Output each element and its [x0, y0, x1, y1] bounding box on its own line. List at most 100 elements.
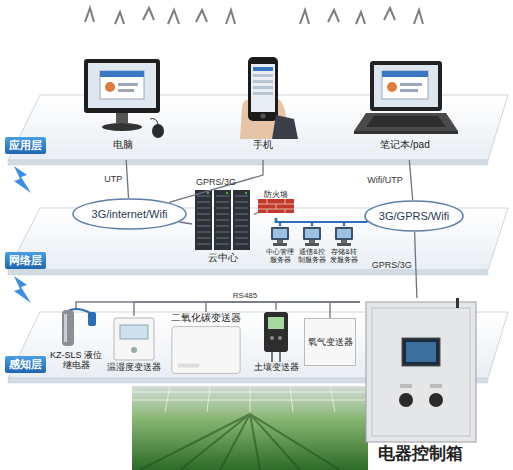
- connector: [179, 222, 192, 224]
- rack-icon-part: [216, 238, 229, 239]
- connector: [409, 160, 412, 200]
- sensor-device: 温湿度变送器: [106, 316, 162, 384]
- laptop-icon-part: [374, 65, 438, 107]
- node-label: 网络层: [5, 252, 46, 269]
- greenhouse-photo-part-part: [140, 414, 250, 470]
- connector: [276, 218, 280, 226]
- rack-icon-part: [197, 208, 210, 209]
- greenhouse-photo-part-part: [220, 414, 250, 470]
- probe-icon-part: [62, 310, 74, 346]
- laptop-icon-part: [387, 82, 397, 92]
- phone-device: 手机: [228, 55, 298, 160]
- sensor-box: 氧气变送器: [304, 318, 356, 366]
- rack-icon-part: [197, 202, 210, 203]
- connector: [206, 302, 360, 312]
- rack-icon-part: [235, 220, 248, 221]
- rack-icon-part: [245, 192, 247, 194]
- edge-label: Wifi/UTP: [367, 175, 403, 185]
- srv-icon: [296, 226, 328, 248]
- greenhouse-photo-part-part: [250, 414, 300, 470]
- rack-icon-part: [235, 196, 248, 197]
- rack-icon-part: [197, 244, 210, 245]
- rack-icon: [192, 188, 254, 252]
- phone-icon-part: [248, 57, 278, 121]
- rack-icon-part: [235, 238, 248, 239]
- soil-icon-part: [278, 336, 282, 340]
- pc-icon-part: [84, 59, 160, 113]
- cab-icon-part: [456, 298, 459, 308]
- rack-icon-part: [235, 214, 248, 215]
- greenhouse-photo-part: [132, 386, 368, 412]
- wall-icon-part-part: [285, 209, 286, 213]
- connector: [330, 302, 360, 318]
- greenhouse-photo-part-part: [330, 386, 335, 412]
- laptop-icon-part: [382, 71, 428, 99]
- rack-icon-part: [207, 192, 209, 194]
- rack-icon-part: [197, 196, 210, 197]
- pc-icon-part: [100, 71, 144, 99]
- pc-icon-part: [88, 63, 156, 108]
- srv-icon-part: [273, 243, 287, 246]
- rack-icon-part: [197, 220, 210, 221]
- laptop-icon-part: [400, 83, 422, 86]
- laptop-icon-part: [354, 131, 458, 134]
- birds-part: [196, 10, 207, 22]
- birds-part: [384, 8, 395, 20]
- pc-icon-part: [118, 89, 134, 92]
- soil-icon-part: [264, 312, 288, 352]
- cab-icon-part: [400, 384, 412, 388]
- rack-icon-part: [214, 190, 231, 250]
- oval-text-wrap: 3G/GPRS/Wifi: [364, 200, 464, 232]
- rack-icon-part: [216, 208, 229, 209]
- network-oval: 3G/GPRS/Wifi: [364, 200, 464, 232]
- rack-icon-part: [197, 232, 210, 233]
- rack-icon-part: [235, 202, 248, 203]
- node-label: 中心管理服务器: [264, 248, 296, 264]
- greenhouse-photo-part: [132, 386, 368, 470]
- rack-icon-part: [216, 214, 229, 215]
- node-label: KZ-SLS 液位继电器: [48, 350, 104, 371]
- node-label: 手机: [253, 139, 273, 151]
- phone-icon-part: [251, 64, 275, 112]
- control-cabinet: 电器控制箱: [360, 298, 480, 468]
- pc-icon-part: [100, 71, 144, 77]
- birds-part: [414, 10, 423, 24]
- computer-device: 电脑: [78, 57, 168, 160]
- rack-icon-part: [216, 226, 229, 227]
- rack-icon-part: [233, 190, 250, 250]
- rack-icon-part: [216, 232, 229, 233]
- srv-icon-part: [303, 227, 321, 240]
- cab-icon-part: [406, 342, 436, 362]
- rack-icon-part: [235, 226, 248, 227]
- rack-icon-part: [216, 220, 229, 221]
- wall-icon-part-part: [267, 209, 268, 213]
- server-icon: 通信&控制服务器: [296, 226, 328, 272]
- layer-band: 网络层3G/internet/Wifi云中心防火墙中心管理服务器通信&控制服务器…: [0, 180, 513, 280]
- connector: [126, 160, 128, 198]
- connector: [276, 218, 368, 222]
- birds-part: [143, 8, 154, 20]
- phone-icon-part: [253, 67, 273, 71]
- soil-icon-part: [271, 352, 273, 362]
- wall-icon-part: [258, 199, 294, 213]
- soil-icon-part: [270, 336, 274, 340]
- lightning-bolts-part: [14, 166, 31, 193]
- srv-icon-part: [305, 229, 319, 238]
- connector: [276, 302, 360, 310]
- srv-icon-part: [271, 227, 289, 240]
- probe-icon: [48, 308, 104, 350]
- srv-icon-part: [273, 229, 287, 238]
- rack-icon-part: [195, 190, 212, 250]
- laptop-icon-part: [370, 61, 442, 111]
- lightning-bolts-part: [14, 276, 31, 303]
- pc-icon: [78, 57, 168, 139]
- birds-part: [85, 8, 94, 22]
- greenhouse-photo-part-part: [165, 386, 170, 412]
- wall-icon-part: [258, 199, 294, 213]
- edge-label: GPRS/3G: [196, 177, 236, 187]
- th-icon-part: [114, 318, 154, 360]
- probe-icon-part: [64, 314, 67, 342]
- laptop-icon-part: [382, 71, 428, 77]
- rack-icon-part: [235, 232, 248, 233]
